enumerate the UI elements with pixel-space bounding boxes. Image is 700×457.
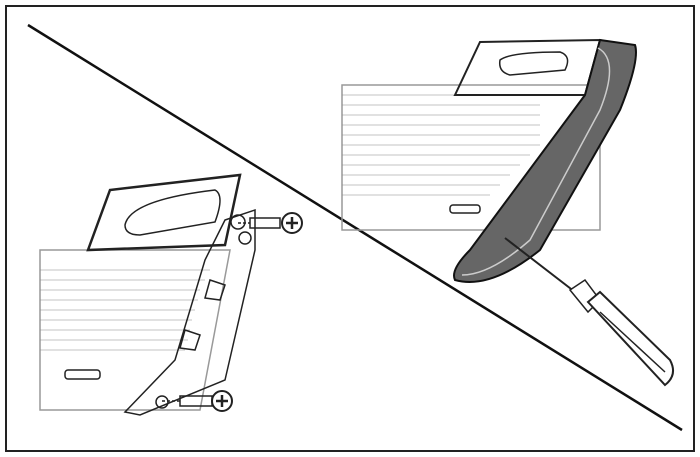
panel-bottom-left [39, 173, 303, 416]
door-handle-icon [86, 173, 242, 252]
handle-bracket [123, 208, 256, 416]
screwdriver-icon [504, 237, 675, 387]
lock-button [64, 369, 101, 380]
screw-icon [238, 212, 303, 234]
screw-hole [238, 231, 252, 245]
door-fabric-texture [342, 94, 540, 196]
screw-hole [230, 214, 246, 230]
handle-trim-cover [453, 38, 637, 283]
panel-top-right [341, 38, 675, 387]
panel-divider [27, 23, 683, 432]
door-fabric-texture [40, 269, 210, 351]
frame-border [5, 5, 695, 452]
lock-button [449, 204, 481, 214]
screw-icon [162, 390, 233, 412]
screw-hole [155, 395, 169, 409]
